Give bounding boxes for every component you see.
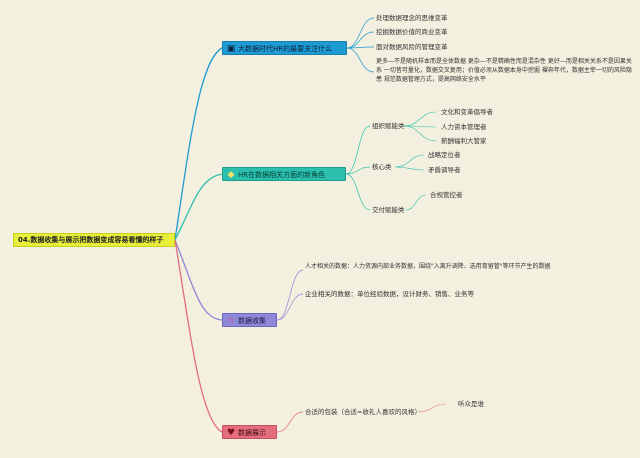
group-label[interactable]: 核心类: [372, 163, 392, 171]
list-item[interactable]: 战略定位者: [428, 151, 461, 159]
list-item[interactable]: 矛盾调导者: [428, 166, 461, 174]
connector-root-branch3: [174, 239, 223, 321]
branch-label: 大数据时代HR的最要关注什么: [238, 45, 333, 53]
connector-root-branch4: [174, 239, 223, 433]
root-node[interactable]: 04.数据收集与展示把数据变成容易看懂的样子: [13, 233, 175, 247]
connector-root-branch1: [174, 47, 223, 241]
list-item[interactable]: 企业相关的数据：单位经验数据，设计财务、销售、业务等: [305, 290, 474, 298]
star-icon: ☆: [226, 316, 236, 326]
list-item[interactable]: 合适的包装（合适=收礼人喜欢的风格）: [305, 408, 421, 416]
group-label[interactable]: 组织赋能类: [372, 122, 405, 130]
list-item[interactable]: 听众是谁: [458, 400, 484, 408]
branch-node-bigdata-focus[interactable]: ▣ 大数据时代HR的最要关注什么: [222, 41, 347, 55]
list-item[interactable]: 处理数据理念的思维变革: [376, 14, 448, 22]
connector-root-branch2: [174, 173, 223, 241]
branch-label: HR在数据相关方面的新角色: [238, 171, 326, 179]
list-item[interactable]: 面对数据风险的管理变革: [376, 43, 448, 51]
branch-node-hr-new-role[interactable]: ◆ HR在数据相关方面的新角色: [222, 167, 346, 181]
branch-node-data-display[interactable]: ♥ 数据展示: [222, 425, 277, 439]
list-item[interactable]: 合规管控者: [430, 191, 463, 199]
diamond-icon: ◆: [227, 170, 235, 180]
branch-note[interactable]: 更多—不是随机样本而是全体数据 更杂—不是精确性而是混杂性 更好—而是相关关系不…: [376, 58, 632, 83]
branch-node-data-collection[interactable]: ☆ 数据收集: [222, 313, 277, 327]
list-item[interactable]: 薪酬福利大管家: [441, 137, 487, 145]
branch-label: 数据收集: [238, 317, 266, 325]
list-item[interactable]: 文化和变革倡导者: [441, 108, 493, 116]
list-item[interactable]: 挖掘数据价值的商业变革: [376, 28, 448, 36]
list-item[interactable]: 人才相关的数据：人力资源内部业务数据，围绕"入离升调降、选用育留管"等环节产生的…: [305, 263, 551, 270]
box-icon: ▣: [226, 44, 236, 54]
branch-label: 数据展示: [238, 429, 266, 437]
group-label[interactable]: 交付赋能类: [372, 206, 405, 214]
list-item[interactable]: 人力资本管理者: [441, 123, 487, 131]
heart-icon: ♥: [226, 428, 236, 438]
